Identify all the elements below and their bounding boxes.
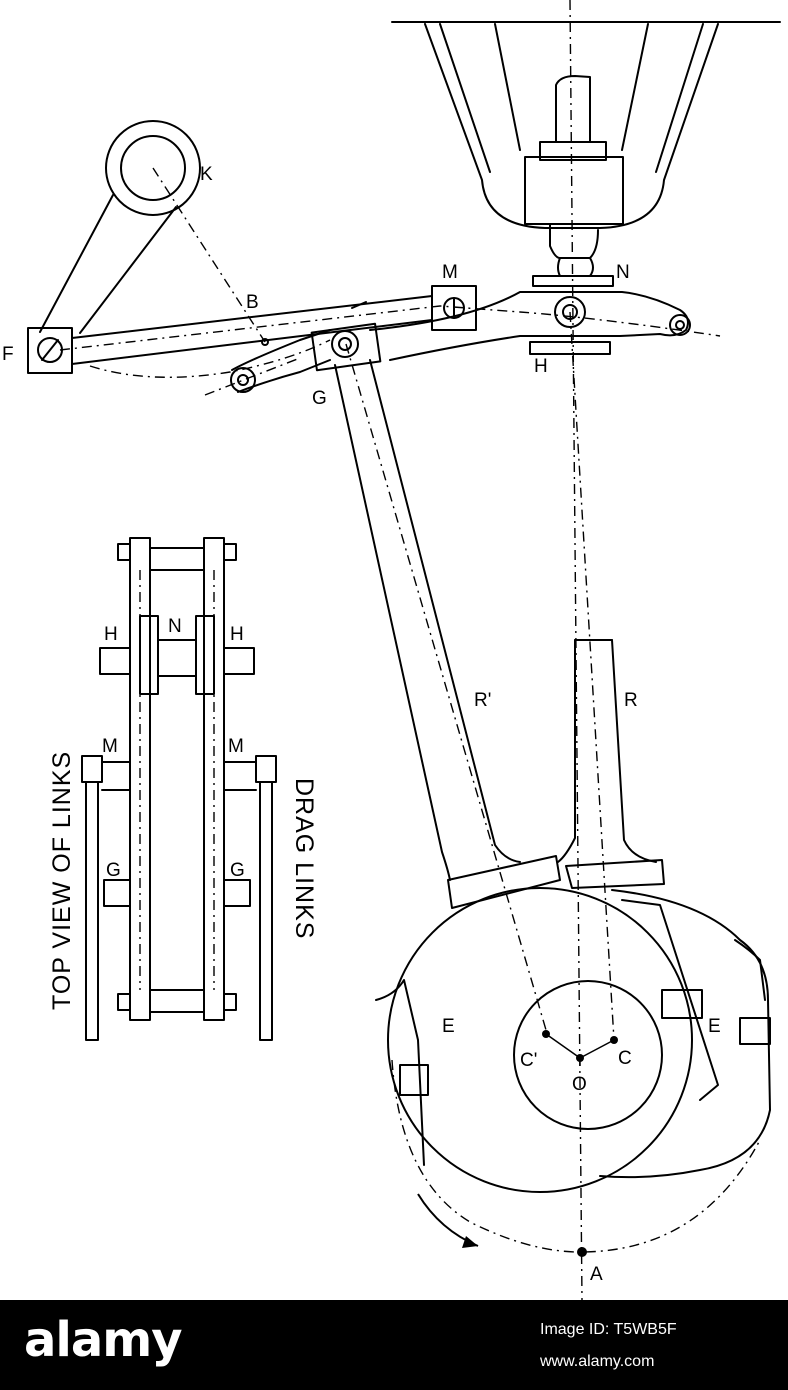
tv-label-g-right: G [230, 860, 245, 881]
label-a: A [590, 1264, 603, 1285]
label-r-prime: R' [474, 690, 491, 711]
tv-label-g-left: G [106, 860, 121, 881]
image-meta: Image ID: T5WB5F www.alamy.com [540, 1314, 770, 1378]
tv-label-h-right: H [230, 624, 244, 645]
site-url: www.alamy.com [540, 1353, 655, 1370]
label-e-left: E [442, 1016, 455, 1037]
tv-label-n: N [168, 616, 182, 637]
engine-link-diagram: K F B M N H G R' R E E C' C O A H N H M … [2, 0, 781, 1300]
label-c: C [618, 1048, 632, 1069]
block-g [310, 322, 382, 372]
label-m: M [442, 262, 458, 283]
top-view-of-links [81, 537, 277, 1041]
crank-center [542, 1030, 618, 1257]
label-k: K [200, 164, 213, 185]
brand-logo: alamy [24, 1312, 183, 1368]
construction-lines [59, 0, 761, 1300]
tv-label-h-left: H [104, 624, 118, 645]
bell-crank-b [230, 329, 331, 393]
caption-drag-links: DRAG LINKS [290, 778, 318, 939]
rod-r-prime [334, 359, 561, 909]
image-id: Image ID: T5WB5F [540, 1321, 677, 1338]
label-c-prime: C' [520, 1050, 537, 1071]
caption-top-view: TOP VIEW OF LINKS [48, 751, 76, 1010]
label-r: R [624, 690, 638, 711]
label-n: N [616, 262, 630, 283]
label-b: B [246, 292, 259, 313]
label-f: F [2, 344, 14, 365]
watermark-footer: alamy Image ID: T5WB5F www.alamy.com [0, 1300, 788, 1390]
eccentric-right [599, 889, 771, 1179]
rod-r [557, 639, 665, 889]
label-g: G [312, 388, 327, 409]
tv-label-m-right: M [228, 736, 244, 757]
label-e-right: E [708, 1016, 721, 1037]
crank-arm-k [27, 120, 201, 374]
eccentric-left [375, 887, 693, 1193]
label-o: O [572, 1074, 587, 1095]
rotation-arrow [417, 1193, 479, 1248]
tv-label-m-left: M [102, 736, 118, 757]
label-h: H [534, 356, 548, 377]
curved-link [351, 291, 691, 361]
frame-bracket [391, 21, 781, 287]
